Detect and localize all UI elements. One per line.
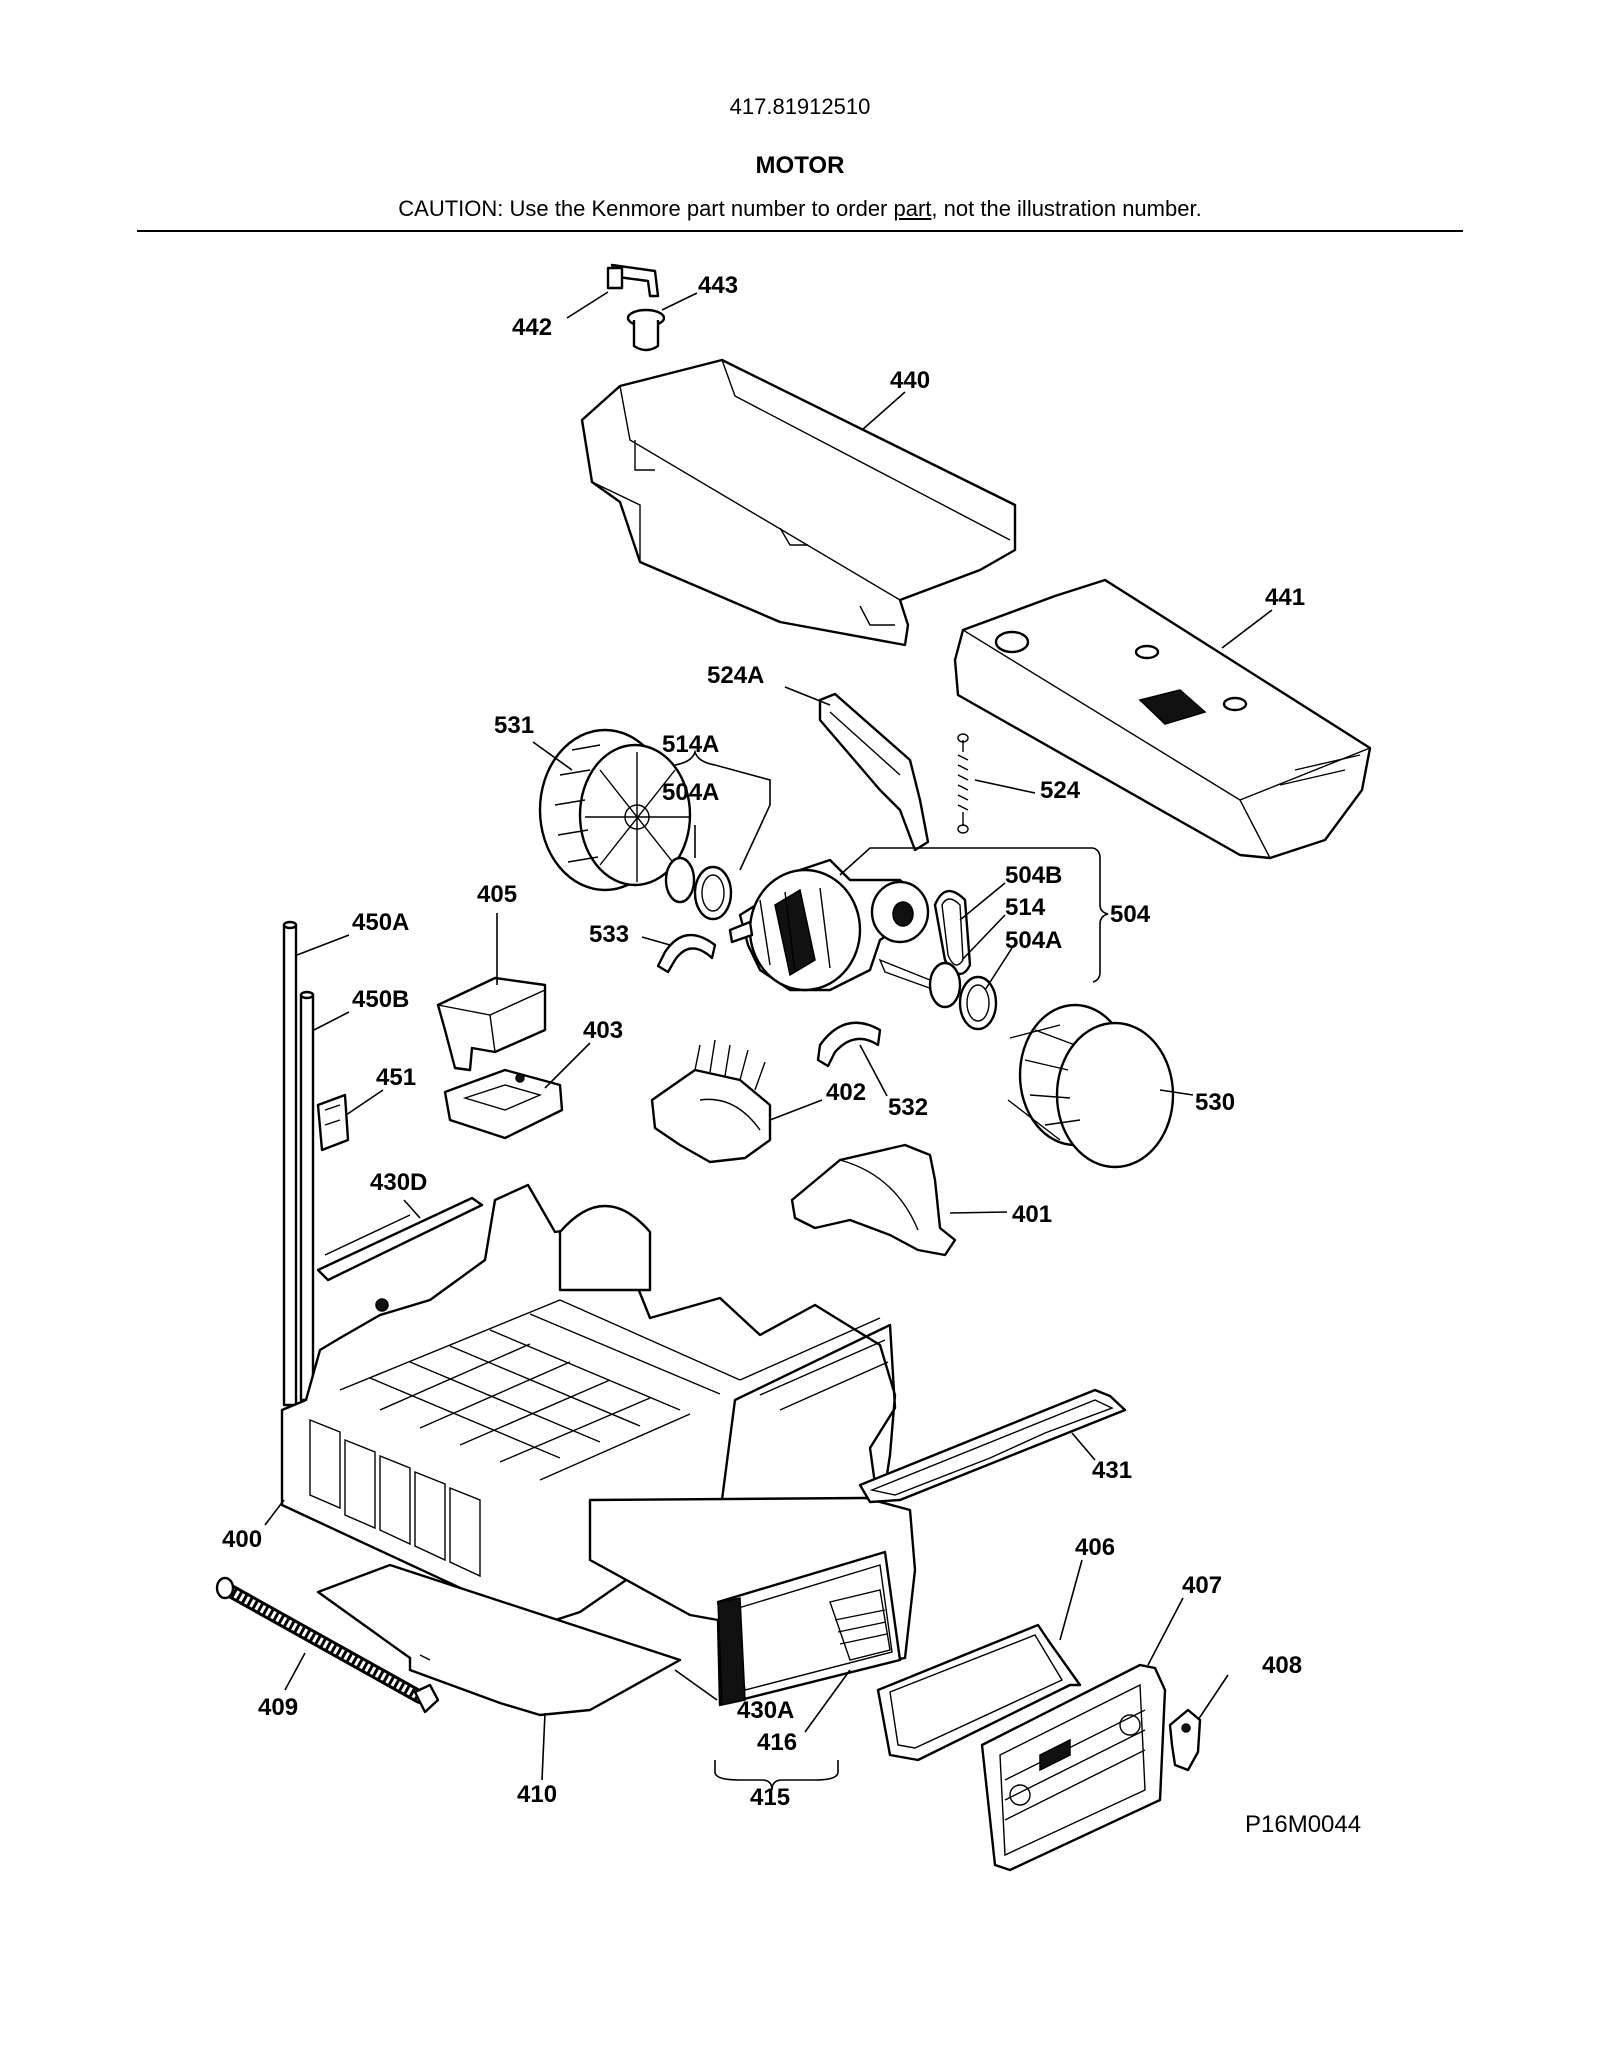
- callout-533: 533: [589, 921, 629, 948]
- callout-504: 504: [1110, 901, 1151, 928]
- part-514A-seals: [664, 856, 733, 921]
- callout-442: 442: [512, 314, 552, 341]
- callout-430D: 430D: [370, 1169, 427, 1196]
- part-431-gasket: [858, 1388, 1127, 1504]
- callout-531: 531: [494, 712, 534, 739]
- callout-406: 406: [1075, 1534, 1115, 1561]
- part-524A-bracket: [818, 692, 930, 852]
- part-403-switch: [443, 1068, 564, 1140]
- callout-524A: 524A: [707, 662, 764, 689]
- part-442-clip: [606, 263, 660, 298]
- callout-405: 405: [477, 881, 517, 908]
- caution-suffix: , not the illustration number.: [931, 196, 1202, 221]
- header-rule: [137, 230, 1463, 232]
- part-514-seals: [928, 961, 998, 1031]
- part-450B-tube: [299, 990, 315, 1402]
- callout-450B: 450B: [352, 986, 409, 1013]
- caution-prefix: CAUTION: Use the Kenmore part number to …: [398, 196, 894, 221]
- part-408-tab: [1168, 1708, 1202, 1772]
- callout-514A: 514A: [662, 731, 719, 758]
- part-504-motor: [728, 858, 937, 992]
- part-524-spring: [957, 733, 969, 834]
- callout-530: 530: [1195, 1089, 1235, 1116]
- part-402-housing: [650, 1039, 772, 1164]
- caution-note: CAUTION: Use the Kenmore part number to …: [0, 196, 1600, 222]
- part-405-bracket: [436, 976, 547, 1072]
- diagram-id: P16M0044: [1245, 1811, 1361, 1838]
- part-504B-belt: [933, 890, 972, 975]
- part-409-hose: [215, 1576, 440, 1714]
- section-title: MOTOR: [755, 152, 845, 179]
- part-443-bushing: [626, 308, 666, 352]
- callout-416: 416: [757, 1729, 797, 1756]
- callout-504A-right: 504A: [1005, 927, 1062, 954]
- part-410-plate: [316, 1563, 682, 1717]
- part-441-duct: [953, 578, 1372, 860]
- part-407-filter-housing: [980, 1663, 1167, 1872]
- caution-part-word: part: [893, 196, 932, 221]
- callout-451: 451: [376, 1064, 416, 1091]
- callout-408: 408: [1262, 1652, 1302, 1679]
- model-number: 417.81912510: [729, 94, 871, 119]
- callout-524: 524: [1040, 777, 1081, 804]
- callout-514: 514: [1005, 894, 1046, 921]
- part-532-clamp: [816, 1021, 882, 1068]
- leader-lines: [264, 291, 1273, 1791]
- callout-402: 402: [826, 1079, 866, 1106]
- callout-400: 400: [222, 1526, 262, 1553]
- callout-532: 532: [888, 1094, 928, 1121]
- part-401-housing: [790, 1143, 957, 1257]
- part-406-gasket: [876, 1623, 1082, 1762]
- callout-430A: 430A: [737, 1697, 794, 1724]
- callout-401: 401: [1012, 1201, 1052, 1228]
- part-533-clamp: [656, 933, 717, 974]
- callout-labels: 442 443 440 441 524A 531 514A 504A 524 4…: [222, 272, 1305, 1811]
- part-531-blower-wheel: [538, 728, 692, 892]
- callout-431: 431: [1092, 1457, 1132, 1484]
- callout-440: 440: [890, 367, 930, 394]
- callout-441: 441: [1265, 584, 1305, 611]
- callout-407: 407: [1182, 1572, 1222, 1599]
- part-450A-tube: [282, 920, 298, 1407]
- part-530-blower-wheel: [1007, 1003, 1175, 1169]
- callout-504A-top: 504A: [662, 779, 719, 806]
- part-430D-gasket: [316, 1196, 484, 1282]
- part-415-duct-box: [588, 1496, 917, 1707]
- callout-443: 443: [698, 272, 738, 299]
- callout-450A: 450A: [352, 909, 409, 936]
- callout-403: 403: [583, 1017, 623, 1044]
- part-451-clip: [316, 1093, 350, 1152]
- part-440-cover: [580, 358, 1017, 647]
- callout-415: 415: [750, 1784, 790, 1811]
- callout-410: 410: [517, 1781, 557, 1808]
- callout-409: 409: [258, 1694, 298, 1721]
- callout-504B: 504B: [1005, 862, 1062, 889]
